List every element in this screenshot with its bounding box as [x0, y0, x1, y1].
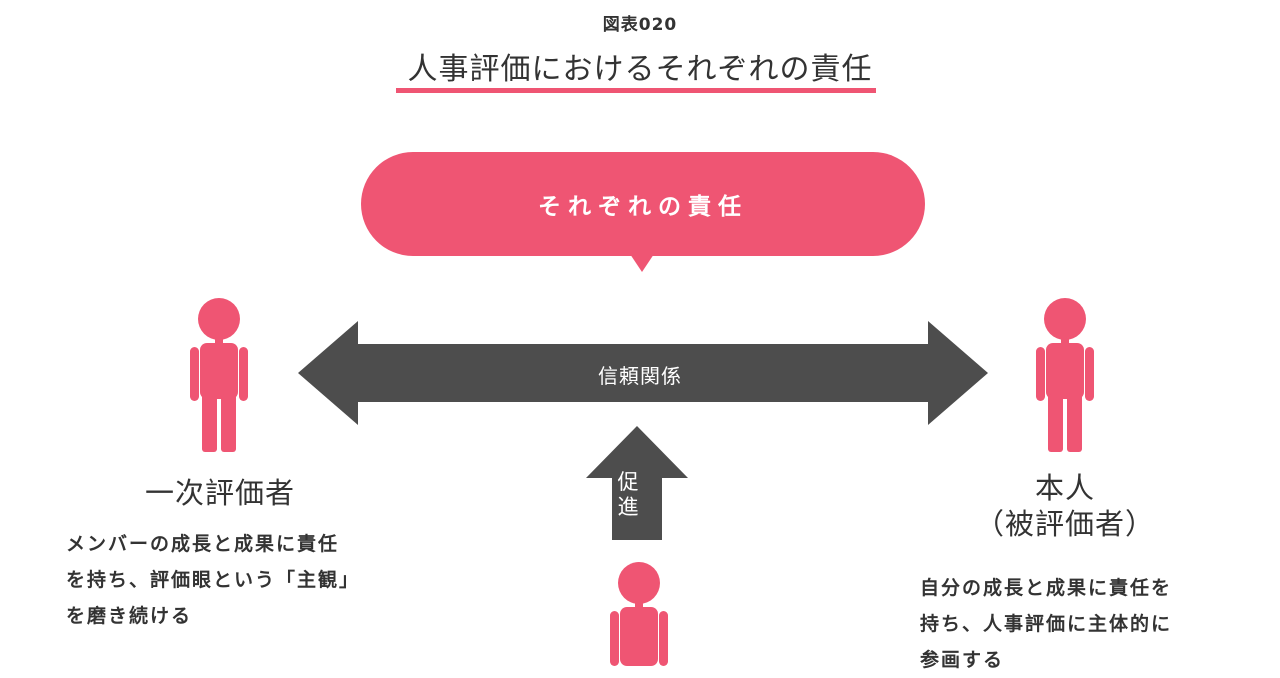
promote-label: 促 進 [608, 470, 648, 520]
evaluator-desc-line: メンバーの成長と成果に責任 [66, 533, 340, 555]
evaluatee-desc-line: 参画する [920, 649, 1005, 671]
evaluatee-desc-line: 持ち、人事評価に主体的に [920, 613, 1173, 635]
evaluator-description: メンバーの成長と成果に責任 を持ち、評価眼という「主観」 を磨き続ける [66, 526, 426, 634]
responsibility-bubble: それぞれの責任 [361, 152, 925, 256]
evaluator-name: 一次評価者 [144, 476, 295, 510]
evaluatee-name-line: （被評価者） [974, 507, 1155, 541]
evaluator-person-icon [190, 298, 248, 452]
figure-label: 図表020 [602, 15, 678, 35]
promote-up-arrow [586, 426, 688, 540]
evaluatee-name-line: 本人 [1034, 471, 1095, 505]
diagram-title: 人事評価におけるそれぞれの責任 [407, 52, 873, 87]
evaluatee-name: 本人 （被評価者） [940, 470, 1190, 542]
evaluator-desc-line: を持ち、評価眼という「主観」 [66, 569, 361, 591]
bubble-text: それぞれの責任 [538, 194, 748, 220]
evaluatee-person-icon [1036, 298, 1094, 452]
promote-label-char: 進 [617, 495, 639, 519]
promote-label-char: 促 [617, 470, 639, 494]
trust-double-arrow [298, 321, 988, 425]
title-underline [396, 88, 876, 93]
evaluator-desc-line: を磨き続ける [66, 605, 193, 627]
third-person-icon [610, 562, 668, 666]
evaluatee-description: 自分の成長と成果に責任を 持ち、人事評価に主体的に 参画する [920, 570, 1260, 678]
trust-label: 信頼関係 [598, 364, 682, 388]
evaluatee-desc-line: 自分の成長と成果に責任を [920, 577, 1173, 599]
bubble-tail [630, 254, 654, 272]
